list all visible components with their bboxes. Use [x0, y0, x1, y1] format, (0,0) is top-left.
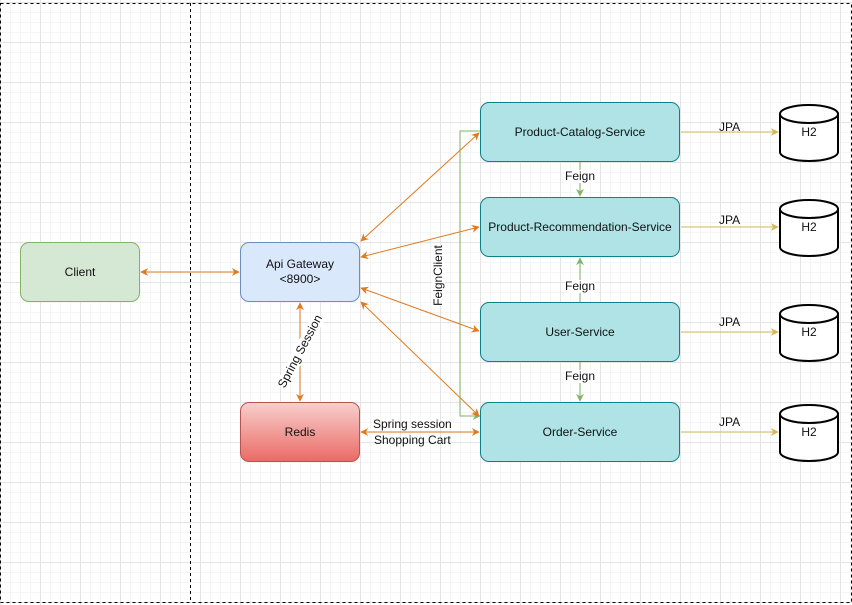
service-label: User-Service — [545, 324, 615, 339]
h2-db-label: H2 — [801, 125, 817, 139]
edge-gateway-reco — [360, 224, 480, 260]
product-recommendation-service-node[interactable]: Product-Recommendation-Service — [480, 197, 680, 257]
feignclient-edge — [459, 130, 481, 420]
jpa-label: JPA — [719, 315, 741, 329]
user-service-node[interactable]: User-Service — [480, 302, 680, 362]
client-node[interactable]: Client — [20, 242, 140, 302]
database-cylinder — [779, 404, 839, 462]
jpa-label: JPA — [719, 213, 741, 227]
order-service-node[interactable]: Order-Service — [480, 402, 680, 462]
jpa-label: JPA — [719, 120, 741, 134]
edge-gateway-user — [360, 286, 480, 333]
edge-gateway-catalog — [360, 132, 480, 242]
gateway-label: Api Gateway — [265, 257, 335, 271]
client-label: Client — [64, 264, 96, 279]
spring-session-cart-label-line2: Shopping Cart — [374, 433, 451, 447]
api-gateway-node[interactable]: Api Gateway<8900> — [240, 242, 360, 302]
feignclient-label: FeignClient — [430, 245, 445, 306]
product-catalog-service-node[interactable]: Product-Catalog-Service — [480, 102, 680, 162]
h2-db-label: H2 — [801, 425, 817, 439]
redis-label: Redis — [284, 424, 316, 439]
gateway-port: <8900> — [279, 272, 321, 286]
service-label: Product-Catalog-Service — [514, 124, 646, 139]
feign-label: Feign — [565, 369, 596, 383]
edge-gateway-order — [360, 301, 480, 417]
database-cylinder — [779, 199, 839, 257]
database-cylinder — [779, 304, 839, 362]
outer-boundary — [0, 3, 852, 603]
database-cylinder — [779, 104, 839, 162]
redis-node[interactable]: Redis — [240, 402, 360, 462]
h2-db-label: H2 — [801, 220, 817, 234]
service-label: Order-Service — [542, 424, 618, 439]
service-label: Product-Recommendation-Service — [488, 219, 672, 234]
feign-label: Feign — [565, 279, 596, 293]
h2-db-label: H2 — [801, 325, 817, 339]
jpa-label: JPA — [719, 415, 741, 429]
feign-label: Feign — [565, 169, 596, 183]
spring-session-cart-label-line1: Spring session — [373, 417, 452, 431]
